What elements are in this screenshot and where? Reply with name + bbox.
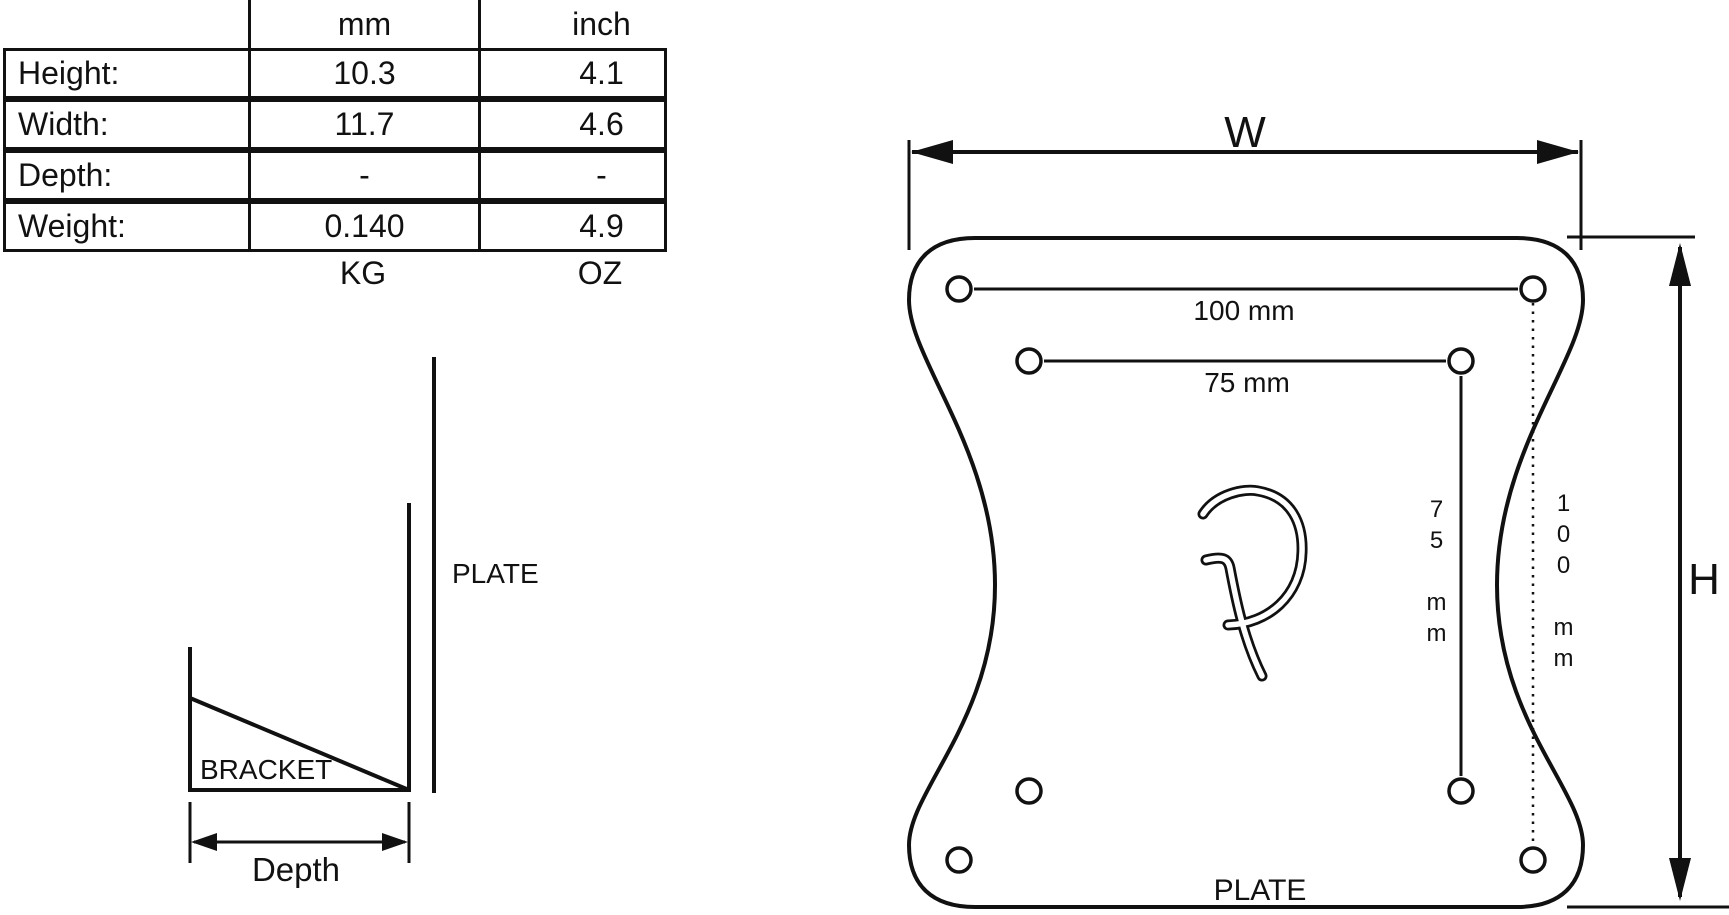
row-inch-value: 4.9 bbox=[478, 204, 664, 249]
row-mm-value: 11.7 bbox=[248, 102, 478, 147]
plate-outline bbox=[906, 236, 1586, 909]
table-row-height: Height: 10.3 4.1 bbox=[3, 48, 667, 99]
spec-table-header: mm inch bbox=[3, 0, 667, 48]
height-dimension bbox=[1567, 235, 1729, 909]
row-label: Height: bbox=[18, 55, 120, 91]
side-view-diagram bbox=[188, 357, 436, 793]
hole-100-bottom-right bbox=[1519, 846, 1547, 874]
row-mm-value: - bbox=[248, 153, 478, 198]
hole-75-top-left bbox=[1015, 347, 1043, 375]
row-mm-value: 0.140 bbox=[248, 204, 478, 249]
height-label: H bbox=[1688, 555, 1720, 604]
row-label: Width: bbox=[18, 106, 109, 142]
spec-table-units: KG OZ bbox=[3, 252, 667, 292]
depth-dimension bbox=[188, 802, 411, 863]
units-oz-cell: OZ bbox=[577, 255, 623, 291]
row-mm-value: 10.3 bbox=[248, 51, 478, 96]
spacing-75-top-label: 75 mm bbox=[1204, 367, 1290, 398]
hole-75-bottom-left bbox=[1015, 777, 1043, 805]
p-logo-bowl-inner bbox=[1200, 487, 1305, 628]
depth-arrowhead-left bbox=[191, 833, 217, 851]
side-plate-label: PLATE bbox=[452, 558, 539, 589]
table-row-weight: Weight: 0.140 4.9 bbox=[3, 201, 667, 252]
spacing-100-top-label: 100 mm bbox=[1193, 295, 1294, 326]
p-logo bbox=[1197, 484, 1308, 682]
depth-arrowhead-right bbox=[382, 833, 408, 851]
w-arrowhead-left bbox=[911, 140, 953, 164]
table-row-width: Width: 11.7 4.6 bbox=[3, 99, 667, 150]
h-arrowhead-top bbox=[1669, 243, 1691, 286]
header-mm-cell: mm bbox=[248, 0, 478, 48]
width-dimension bbox=[907, 140, 1583, 250]
side-bracket-label: BRACKET bbox=[200, 754, 332, 785]
table-row-depth: Depth: - - bbox=[3, 150, 667, 201]
row-label: Depth: bbox=[18, 157, 113, 193]
front-plate-label: PLATE bbox=[1214, 874, 1307, 907]
hole-100-bottom-left bbox=[945, 846, 973, 874]
spacing-75-right-label: 75 mm bbox=[1423, 496, 1450, 651]
p-logo-stem-inner bbox=[1203, 555, 1265, 679]
vesa-holes bbox=[945, 275, 1547, 874]
spec-table: mm inch Height: 10.3 4.1 Width: 11.7 4.6… bbox=[3, 0, 667, 292]
header-empty-cell bbox=[3, 0, 248, 48]
row-inch-value: 4.6 bbox=[478, 102, 664, 147]
width-label: W bbox=[1224, 108, 1266, 157]
units-kg-cell: KG bbox=[339, 255, 387, 291]
spacing-100-right-label: 100 mm bbox=[1550, 490, 1577, 676]
row-inch-value: - bbox=[478, 153, 664, 198]
units-empty-cell bbox=[3, 252, 248, 292]
hole-100-top-right bbox=[1519, 275, 1547, 303]
hole-75-bottom-right bbox=[1447, 777, 1475, 805]
row-label: Weight: bbox=[18, 208, 126, 244]
bracket-diagonal-line bbox=[189, 696, 410, 792]
hole-75-top-right bbox=[1447, 347, 1475, 375]
h-arrowhead-bottom bbox=[1669, 858, 1691, 901]
row-inch-value: 4.1 bbox=[478, 51, 664, 96]
depth-label: Depth bbox=[252, 851, 340, 888]
hole-100-top-left bbox=[945, 275, 973, 303]
hole-spacing-dimensions bbox=[974, 287, 1535, 846]
w-arrowhead-right bbox=[1537, 140, 1579, 164]
header-inch-cell: inch bbox=[478, 0, 664, 48]
